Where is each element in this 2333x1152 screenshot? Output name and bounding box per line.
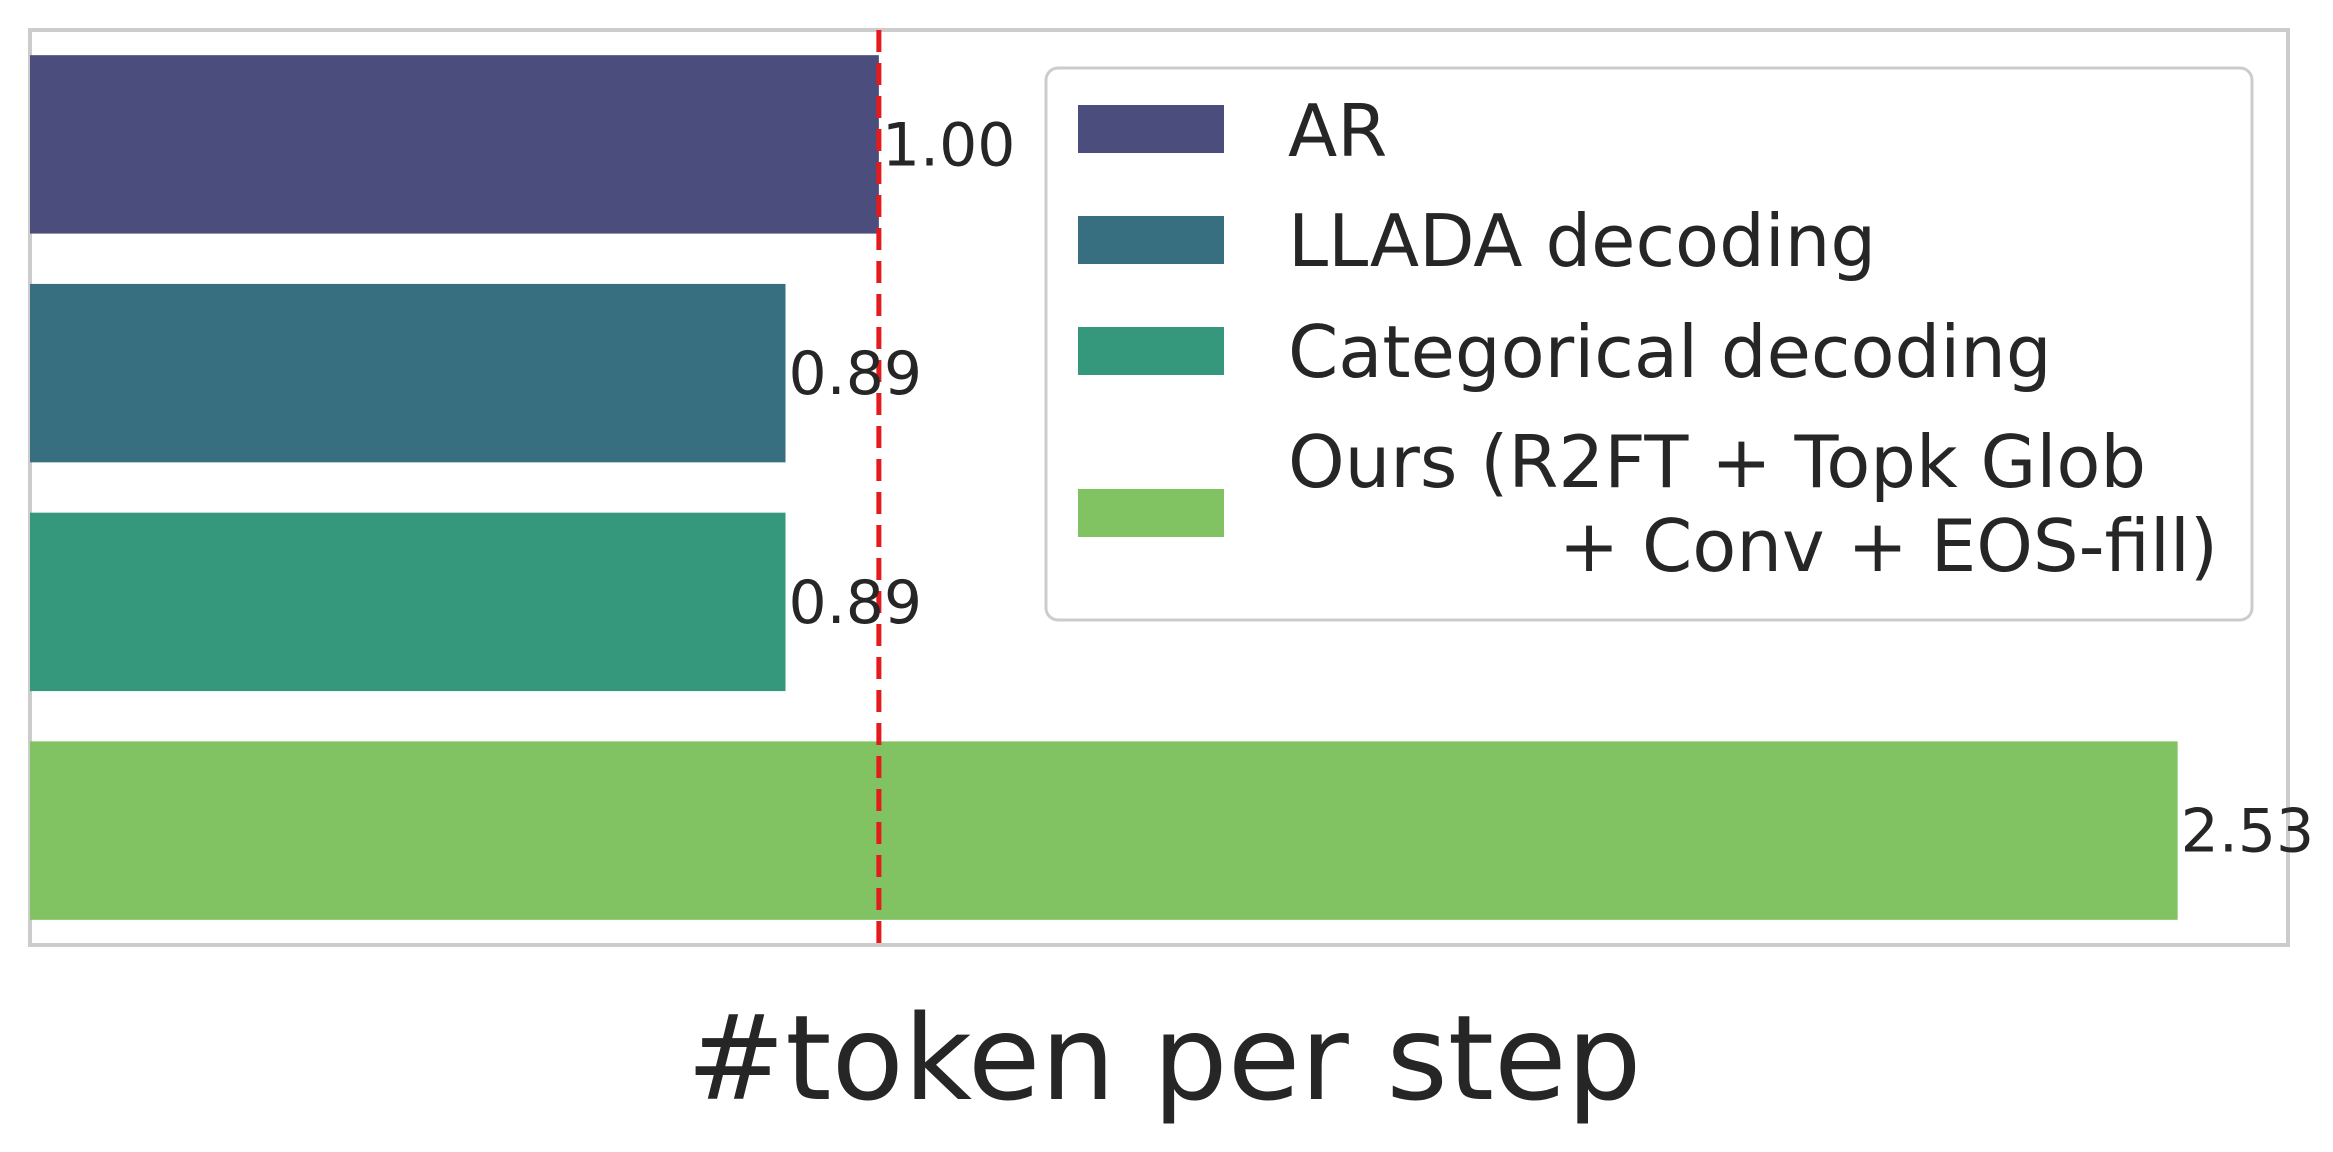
x-axis-label: #token per step (686, 989, 1641, 1127)
legend-label-ours-line2: + Conv + EOS-fill) (1559, 504, 2218, 588)
legend-label-llada: LLADA decoding (1288, 199, 1876, 283)
bar-categorical-decoding (30, 512, 786, 692)
legend: AR LLADA decoding Categorical decoding O… (1044, 66, 2254, 622)
legend-label-categorical: Categorical decoding (1288, 310, 2052, 394)
legend-swatch-ar (1078, 105, 1224, 153)
bars-group (30, 55, 2178, 920)
bar-ours-r2ft-topk-glob-conv-eos-fill (30, 741, 2178, 920)
value-label-ar: 1.00 (882, 110, 1016, 180)
value-labels-group: 1.00 0.89 0.89 2.53 (788, 110, 2314, 866)
legend-label-ar: AR (1288, 89, 1387, 173)
bar-llada-decoding (30, 283, 786, 463)
bar-ar (30, 55, 879, 234)
legend-swatch-llada (1078, 216, 1224, 264)
legend-box (1044, 66, 2254, 622)
value-label-ours-r2ft-topk-glob-conv-eos-fill: 2.53 (2181, 797, 2315, 867)
value-label-categorical-decoding: 0.89 (788, 568, 922, 638)
legend-swatch-categorical (1078, 327, 1224, 375)
legend-label-ours-line1: Ours (R2FT + Topk Glob (1288, 420, 2146, 504)
plot-frame (28, 28, 2290, 947)
legend-swatch-ours (1078, 489, 1224, 537)
value-label-llada-decoding: 0.89 (788, 339, 922, 409)
